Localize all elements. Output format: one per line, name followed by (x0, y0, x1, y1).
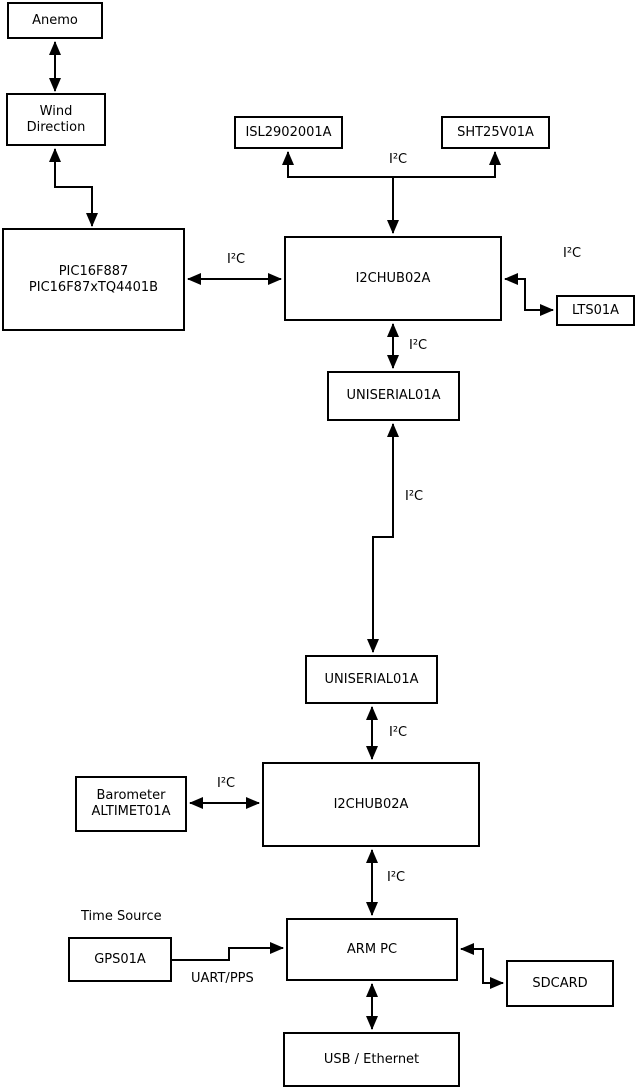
connector-wind-pic (49, 148, 98, 227)
box-sht25v01a-label: SHT25V01A (457, 124, 534, 140)
box-uniserial01a-lower: UNISERIAL01A (305, 655, 438, 704)
box-sdcard: SDCARD (506, 960, 614, 1007)
box-wind-direction: Wind Direction (6, 93, 106, 146)
box-anemo-label: Anemo (32, 12, 78, 28)
box-arm-pc: ARM PC (286, 918, 458, 981)
box-pic16f887: PIC16F887 PIC16F87xTQ4401B (2, 228, 185, 331)
box-barometer-label-line2: ALTIMET01A (91, 804, 171, 819)
box-barometer: Barometer ALTIMET01A (75, 776, 187, 832)
box-isl2902001a-label: ISL2902001A (245, 124, 332, 140)
box-i2chub02a-upper: I2CHUB02A (284, 236, 502, 321)
box-i2chub02a-lower: I2CHUB02A (262, 762, 480, 847)
box-isl2902001a: ISL2902001A (234, 116, 343, 149)
box-lts01a-label: LTS01A (571, 302, 620, 318)
box-gps01a: GPS01A (68, 937, 172, 982)
bus-label-i2c-lts: I²C (563, 246, 582, 261)
connector-i2chub-upper-lts (504, 273, 554, 316)
box-barometer-label-line1: Barometer (96, 788, 166, 803)
annotation-time-source: Time Source (81, 909, 162, 924)
connector-i2chub-upper-sht (392, 151, 501, 178)
box-uniserial01a-upper: UNISERIAL01A (327, 371, 460, 421)
box-anemo: Anemo (7, 2, 103, 39)
bus-label-i2c-uniserial-link: I²C (405, 489, 424, 504)
bus-label-i2c-hub-uniserial: I²C (409, 338, 428, 353)
box-sht25v01a: SHT25V01A (441, 116, 550, 149)
box-wind-direction-label-line1: Wind (39, 103, 73, 119)
box-pic16f887-label-line2: PIC16F87xTQ4401B (28, 279, 159, 295)
connector-i2chub-upper-isl (282, 151, 394, 178)
box-usb-ethernet-label: USB / Ethernet (323, 1051, 420, 1067)
bus-label-i2c-barometer: I²C (217, 776, 236, 791)
connector-uniserial-upper-uniserial-lower (367, 423, 399, 653)
box-i2chub02a-upper-label: I2CHUB02A (355, 270, 431, 286)
box-uniserial01a-lower-label: UNISERIAL01A (324, 671, 419, 687)
box-pic16f887-label-line1: PIC16F887 (58, 263, 129, 279)
bus-label-i2c-uniserial-hub: I²C (389, 725, 408, 740)
box-gps01a-label: GPS01A (94, 951, 146, 967)
box-arm-pc-label: ARM PC (346, 941, 398, 957)
box-i2chub02a-lower-label: I2CHUB02A (333, 796, 409, 812)
connector-armpc-sdcard (460, 943, 504, 989)
connector-gps-armpc (172, 942, 284, 961)
box-wind-direction-label-line2: Direction (26, 119, 86, 135)
bus-label-i2c-pic-hub: I²C (227, 252, 246, 267)
box-usb-ethernet: USB / Ethernet (283, 1032, 460, 1087)
bus-label-i2c-top: I²C (389, 152, 408, 167)
bus-label-uart-pps: UART/PPS (191, 971, 254, 986)
box-sdcard-label: SDCARD (532, 975, 588, 991)
box-lts01a: LTS01A (556, 295, 635, 326)
box-uniserial01a-upper-label: UNISERIAL01A (346, 388, 441, 403)
bus-label-i2c-hub-armpc: I²C (387, 870, 406, 885)
